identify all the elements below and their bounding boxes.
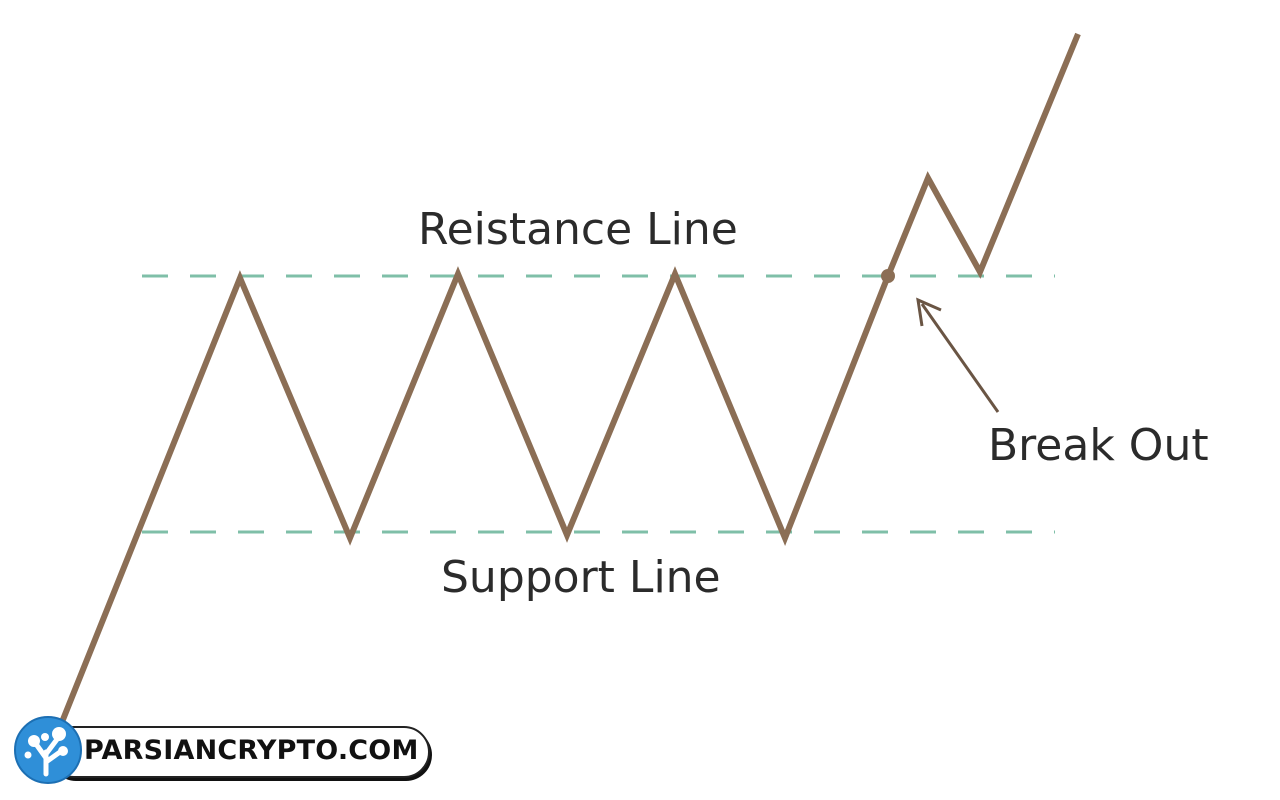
- breakout-label: Break Out: [988, 420, 1209, 471]
- price-path: [59, 32, 1081, 724]
- breakout-point: [881, 269, 895, 283]
- watermark-pill: [48, 726, 430, 778]
- tree-network-logo-icon: [14, 716, 82, 784]
- watermark-badge: PARSIANCRYPTO.COM: [14, 714, 430, 786]
- breakout-arrow-head: [916, 297, 942, 327]
- breakout-arrow-shaft: [920, 303, 1000, 413]
- resistance-label: Reistance Line: [418, 204, 738, 255]
- watermark-text: PARSIANCRYPTO.COM: [84, 735, 419, 766]
- support-label: Support Line: [441, 552, 721, 603]
